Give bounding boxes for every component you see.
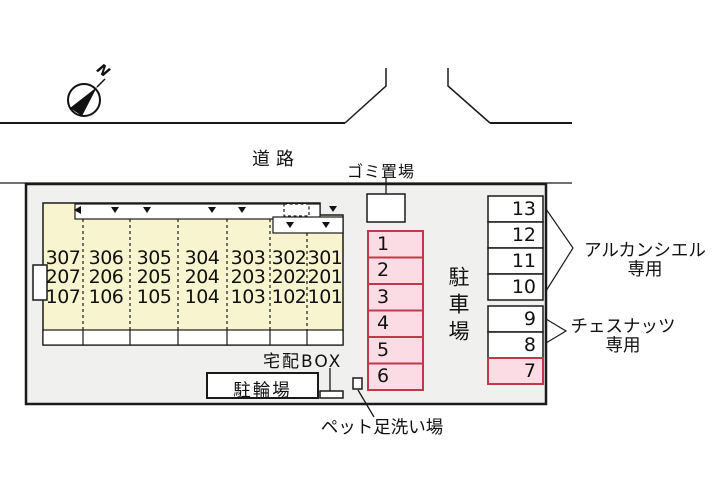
parking-space-number: 7 [523,359,536,382]
pet-wash-marker [352,377,363,390]
arcenciel-label-line1: アルカンシエル [584,241,706,261]
corridor-band [74,203,321,220]
parking-space-box-6 [367,362,424,391]
road-junction-lines [344,68,491,124]
delivery-box-symbol [319,390,344,399]
unit-column-7: 307 207 107 [33,247,93,308]
room-number: 104 [184,285,220,308]
parking-space-box-10 [487,273,544,301]
room-number: 106 [88,285,124,308]
room-number: 201 [307,266,343,289]
parking-right-column [487,195,544,385]
triangle-down-icon [322,222,330,228]
north-arrow-icon [67,78,106,117]
parking-space-box-9 [487,305,544,333]
room-number: 101 [307,285,343,308]
arcenciel-bracket-line [545,208,574,292]
room-number: 207 [45,266,81,289]
garbage-area-label: ゴミ置場 [347,162,416,181]
unit-column-4: 304 204 104 [172,247,232,308]
arcenciel-label-line2: 専用 [627,259,663,280]
triangle-down-icon [329,206,337,212]
triangle-down-icon [286,222,294,228]
chestnuts-bracket-line [545,318,568,344]
road-label: 道路 [252,149,300,170]
room-number: 202 [271,266,307,289]
parking-space-number: 11 [511,249,536,272]
parking-space-number: 2 [377,259,390,281]
room-number: 304 [184,247,220,269]
parking-area-label: 駐車場 [446,266,470,347]
chestnuts-label-line1: チェスナッツ [570,317,676,337]
balcony-strip [42,329,344,346]
arcenciel-reserved-label: アルカンシエル 専用 [574,242,716,279]
triangle-left-icon [74,206,81,214]
parking-space-number: 6 [377,365,390,387]
triangle-down-icon [111,207,119,213]
bicycle-parking-box [206,372,319,399]
room-number: 307 [45,247,81,269]
delivery-box-label: 宅配BOX [263,352,343,372]
unit-column-6: 306 206 106 [76,247,136,308]
pet-wash-label: ペット足洗い場 [320,418,444,438]
parking-space-number: 3 [377,285,390,308]
unit-column-3: 303 203 103 [218,247,278,308]
parking-space-box-3 [367,283,424,312]
room-number: 301 [307,247,343,269]
parking-space-box-5 [367,336,424,365]
dashed-annex-box [283,203,310,217]
triangle-down-icon [238,207,246,213]
chestnuts-label-line2: 専用 [605,335,641,356]
room-number: 103 [230,285,266,308]
balcony-dividers [82,330,308,345]
parking-space-box-7 [487,357,544,385]
stairwell-box [32,264,48,301]
bicycle-parking-label: 駐輪場 [233,381,292,401]
garbage-area-box [366,193,406,223]
room-number: 305 [136,247,172,269]
triangle-down-icon [208,207,216,213]
parking-space-number: 13 [511,197,536,220]
triangle-down-icon [143,207,151,213]
room-number: 206 [88,266,124,289]
room-number: 102 [271,285,307,308]
parking-space-number: 12 [511,223,536,246]
room-number: 107 [45,285,81,308]
entrance-marker-icons [74,206,337,228]
parking-space-number: 10 [511,275,536,298]
room-number: 306 [88,247,124,269]
parking-space-box-8 [487,331,544,359]
parking-space-number: 4 [377,312,390,334]
parking-space-number: 8 [523,333,536,356]
room-number: 204 [184,266,220,289]
unit-divider-lines [82,219,308,330]
parking-left-column [367,230,424,391]
parking-space-number: 5 [377,338,390,361]
pet-wash-leader-line [357,389,375,418]
unit-column-2: 302 202 102 [259,247,319,308]
parking-space-number: 1 [377,232,390,255]
chestnuts-reserved-label: チェスナッツ 専用 [560,318,686,355]
room-number: 205 [136,266,172,289]
room-number: 203 [230,266,266,289]
corridor-band-right [272,216,344,234]
unit-column-5: 305 205 105 [124,247,184,308]
room-number: 303 [230,247,266,269]
room-number: 105 [136,285,172,308]
parking-space-box-1 [367,230,424,259]
parking-space-number: 9 [523,307,536,330]
room-number: 302 [271,247,307,269]
unit-column-1: 301 201 101 [295,247,355,308]
parking-space-box-11 [487,247,544,275]
